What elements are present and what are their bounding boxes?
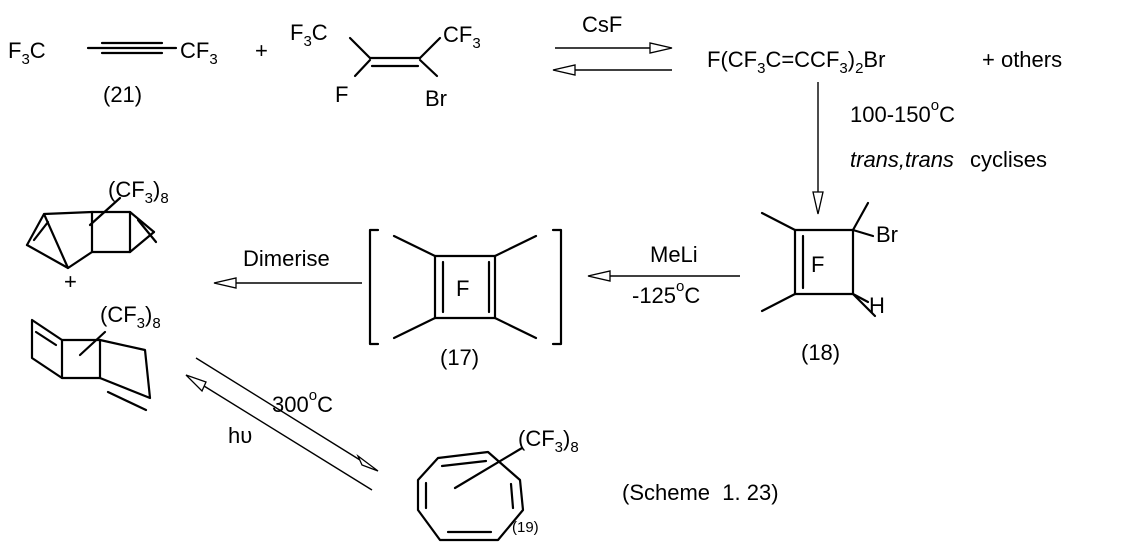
scheme-label: (Scheme 1. 23)	[622, 480, 779, 505]
alkene-top-right: CF3	[443, 22, 481, 52]
others-label: + others	[982, 47, 1062, 72]
compound-18: F Br H (18)	[760, 201, 898, 365]
compound-17-ring-label: F	[456, 276, 469, 301]
dimer-plus-sign: +	[64, 269, 77, 294]
compound-19: (CF3)8 (19)	[416, 426, 579, 542]
cyclisation-temperature: 100-150oC	[850, 97, 955, 127]
compound-number-17: (17)	[440, 345, 479, 370]
compound-18-hydrogen: H	[869, 293, 885, 318]
dimer-bottom: (CF3)8	[30, 302, 161, 412]
meli-arrow: MeLi -125oC	[587, 242, 740, 308]
dimer-top-substituent: (CF3)8	[108, 177, 169, 207]
csf-label: CsF	[582, 12, 622, 37]
meli-reagent: MeLi	[650, 242, 698, 267]
alkene-bromine: Br	[425, 86, 447, 111]
thermal-photochemical-arrow: 300oC hυ	[185, 357, 379, 491]
compound-number-18: (18)	[801, 340, 840, 365]
plus-sign: +	[255, 38, 268, 63]
dimer-bottom-substituent: (CF3)8	[100, 302, 161, 332]
bromo-alkene: F3C CF3 F Br	[290, 20, 481, 111]
alkene-fluorine: F	[335, 82, 348, 107]
compound-number-19: (19)	[512, 519, 539, 536]
hexafluorobutyne-left: F3C	[8, 38, 46, 68]
csf-equilibrium-arrow: CsF	[552, 12, 673, 76]
thermal-temperature: 300oC	[272, 387, 333, 417]
dimer-top: (CF3)8	[25, 177, 169, 270]
dimerise-label: Dimerise	[243, 246, 330, 271]
diene-bromide: F(CF3C=CCF3)2Br	[707, 47, 885, 77]
compound-18-bromine: Br	[876, 222, 898, 247]
meli-temperature: -125oC	[632, 278, 700, 308]
compound-17: F (17)	[368, 228, 563, 370]
alkene-top-left: F3C	[290, 20, 328, 50]
compound-19-substituent: (CF3)8	[518, 426, 579, 456]
photochemical-label: hυ	[228, 423, 252, 448]
dimerise-arrow: Dimerise	[213, 246, 362, 289]
compound-number-21: (21)	[103, 82, 142, 107]
hexafluorobutyne: F3C CF3 (21)	[8, 38, 218, 107]
hexafluorobutyne-right: CF3	[180, 38, 218, 68]
compound-18-ring-label: F	[811, 252, 824, 277]
